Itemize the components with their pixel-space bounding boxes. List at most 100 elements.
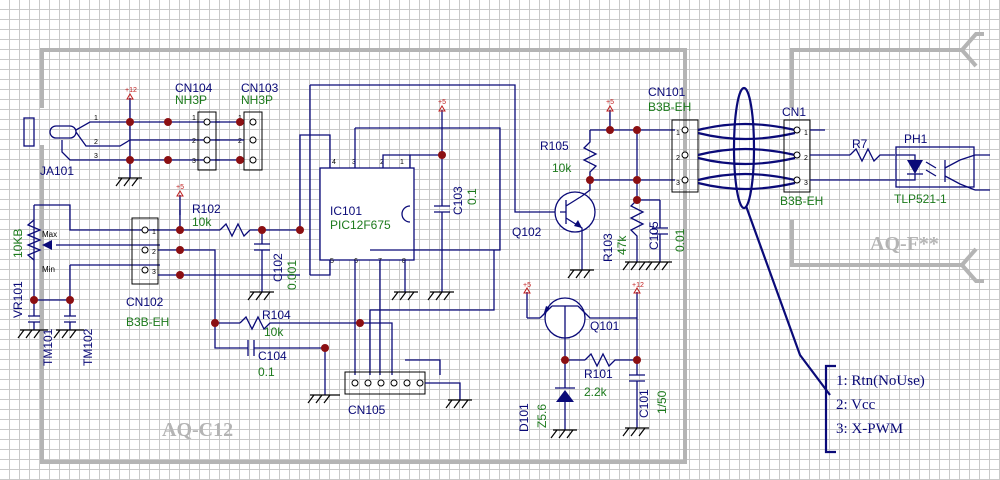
svg-text:R101: R101 xyxy=(584,367,613,381)
svg-text:Q102: Q102 xyxy=(512,225,542,239)
legend-line-1: 1: Rtn(NoUse) xyxy=(836,373,925,389)
svg-text:1/50: 1/50 xyxy=(655,390,669,414)
resistor-r102: R102 10k xyxy=(192,202,262,238)
svg-text:5: 5 xyxy=(330,258,334,265)
svg-text:+5: +5 xyxy=(606,99,614,106)
pin-legend: 1: Rtn(NoUse) 2: Vcc 3: X-PWM xyxy=(824,364,925,454)
svg-text:R104: R104 xyxy=(262,308,291,322)
resistor-r105: R105 10k xyxy=(540,130,598,180)
svg-text:10k: 10k xyxy=(552,161,572,175)
thermistor-tm101: TM101 xyxy=(28,300,55,366)
jack-ja101: 1 2 3 JA101 xyxy=(23,115,100,178)
connector-cn104: 1 2 3 CN104 NH3P xyxy=(175,81,217,171)
svg-text:+5: +5 xyxy=(523,282,531,289)
svg-text:2: 2 xyxy=(192,138,196,145)
svg-text:R103: R103 xyxy=(601,233,615,262)
connector-cn103: 1 2 3 CN103 NH3P xyxy=(238,81,279,171)
cn102-type: B3B-EH xyxy=(126,315,169,329)
svg-text:10k: 10k xyxy=(264,325,284,339)
cn101-type: B3B-EH xyxy=(648,100,691,114)
junction-dots xyxy=(30,118,641,364)
resistor-r7: R7 xyxy=(849,137,895,163)
svg-text:2.2k: 2.2k xyxy=(584,385,608,399)
cn104-type: NH3P xyxy=(175,93,207,107)
capacitor-c104: C104 0.1 xyxy=(240,340,325,379)
svg-text:+12: +12 xyxy=(125,87,137,94)
svg-text:10k: 10k xyxy=(192,215,212,229)
svg-text:Min: Min xyxy=(42,265,55,274)
svg-text:TLP521-1: TLP521-1 xyxy=(894,192,947,206)
svg-text:2: 2 xyxy=(152,249,156,256)
vr101: Max Min VR101 10KB xyxy=(11,204,160,318)
svg-text:3: 3 xyxy=(676,180,680,187)
power-5v-symbol: +5 xyxy=(438,99,446,155)
svg-text:Max: Max xyxy=(42,230,57,239)
svg-text:6: 6 xyxy=(354,258,358,265)
svg-text:2: 2 xyxy=(238,138,242,145)
svg-text:1: 1 xyxy=(676,130,680,137)
svg-text:PH1: PH1 xyxy=(904,132,928,146)
svg-text:2: 2 xyxy=(380,159,384,166)
svg-text:4: 4 xyxy=(332,159,336,166)
svg-text:0.01: 0.01 xyxy=(673,228,687,252)
connector-cn102: 1 2 3 CN102 B3B-EH xyxy=(126,217,169,329)
svg-text:+5: +5 xyxy=(438,99,446,106)
svg-text:C101: C101 xyxy=(637,389,651,418)
svg-text:R102: R102 xyxy=(192,202,221,216)
transistor-q101: Q101 xyxy=(539,297,637,360)
vr101-ref: VR101 xyxy=(11,281,25,318)
svg-text:1: 1 xyxy=(152,229,156,236)
svg-text:8: 8 xyxy=(402,258,406,265)
zener-d101: D101 Z5.6 xyxy=(517,360,575,432)
svg-text:0.001: 0.001 xyxy=(285,260,299,290)
transistor-q102: Q102 xyxy=(512,180,596,262)
cn103-type: NH3P xyxy=(241,93,273,107)
connector-cn101: 1 2 3 CN101 B3B-EH xyxy=(648,85,699,193)
ground-symbols xyxy=(17,177,672,439)
cn105-ref: CN105 xyxy=(348,403,386,417)
ic101: 4 3 2 1 5 6 7 8 IC101 PIC12F675 xyxy=(319,159,415,265)
capacitor-c102: C102 0.001 xyxy=(254,230,299,292)
cn103-ref: CN103 xyxy=(241,81,279,95)
svg-text:+12: +12 xyxy=(632,282,644,289)
resistor-r104: R104 10k xyxy=(239,308,360,339)
svg-text:C103: C103 xyxy=(451,186,465,215)
ic101-part: PIC12F675 xyxy=(330,218,391,232)
power-5v-symbol: +5 xyxy=(606,99,614,130)
capacitor-c101: C101 1/50 xyxy=(629,374,669,428)
thermistor-tm102: TM102 xyxy=(64,300,95,366)
ic101-ref: IC101 xyxy=(330,204,362,218)
svg-text:2: 2 xyxy=(94,139,98,146)
svg-text:3: 3 xyxy=(94,153,98,160)
svg-text:+5: +5 xyxy=(176,184,184,191)
svg-text:3: 3 xyxy=(352,159,356,166)
main-board-outline xyxy=(40,48,687,464)
svg-text:Q101: Q101 xyxy=(590,319,620,333)
svg-text:3: 3 xyxy=(152,269,156,276)
svg-text:47k: 47k xyxy=(615,235,629,255)
resistor-r101: R101 2.2k xyxy=(584,352,637,399)
svg-text:0.1: 0.1 xyxy=(465,188,479,205)
cn101-ref: CN101 xyxy=(648,85,686,99)
svg-text:1: 1 xyxy=(192,115,196,122)
photocoupler-ph1: PH1 TLP521-1 xyxy=(894,132,990,206)
twisted-cable xyxy=(697,86,831,396)
power-12v-symbol: +12 xyxy=(125,87,137,118)
power-5v-symbol: +5 xyxy=(523,282,531,318)
svg-text:C104: C104 xyxy=(258,349,287,363)
svg-text:2: 2 xyxy=(804,155,808,162)
svg-text:D101: D101 xyxy=(517,403,531,432)
svg-text:C105: C105 xyxy=(647,221,661,250)
ja101-label: JA101 xyxy=(40,164,74,178)
power-symbols: +12 +5 +5 +5 +5 +12 xyxy=(125,87,644,318)
power-12v-symbol: +12 xyxy=(632,282,644,318)
resistor-r103: R103 47k xyxy=(601,199,645,262)
main-board-label: AQ-C12 xyxy=(162,419,233,441)
svg-text:R7: R7 xyxy=(852,137,868,151)
svg-text:3: 3 xyxy=(804,180,808,187)
svg-text:TM101: TM101 xyxy=(41,328,55,366)
svg-text:0.1: 0.1 xyxy=(258,365,275,379)
svg-text:1: 1 xyxy=(94,115,98,122)
